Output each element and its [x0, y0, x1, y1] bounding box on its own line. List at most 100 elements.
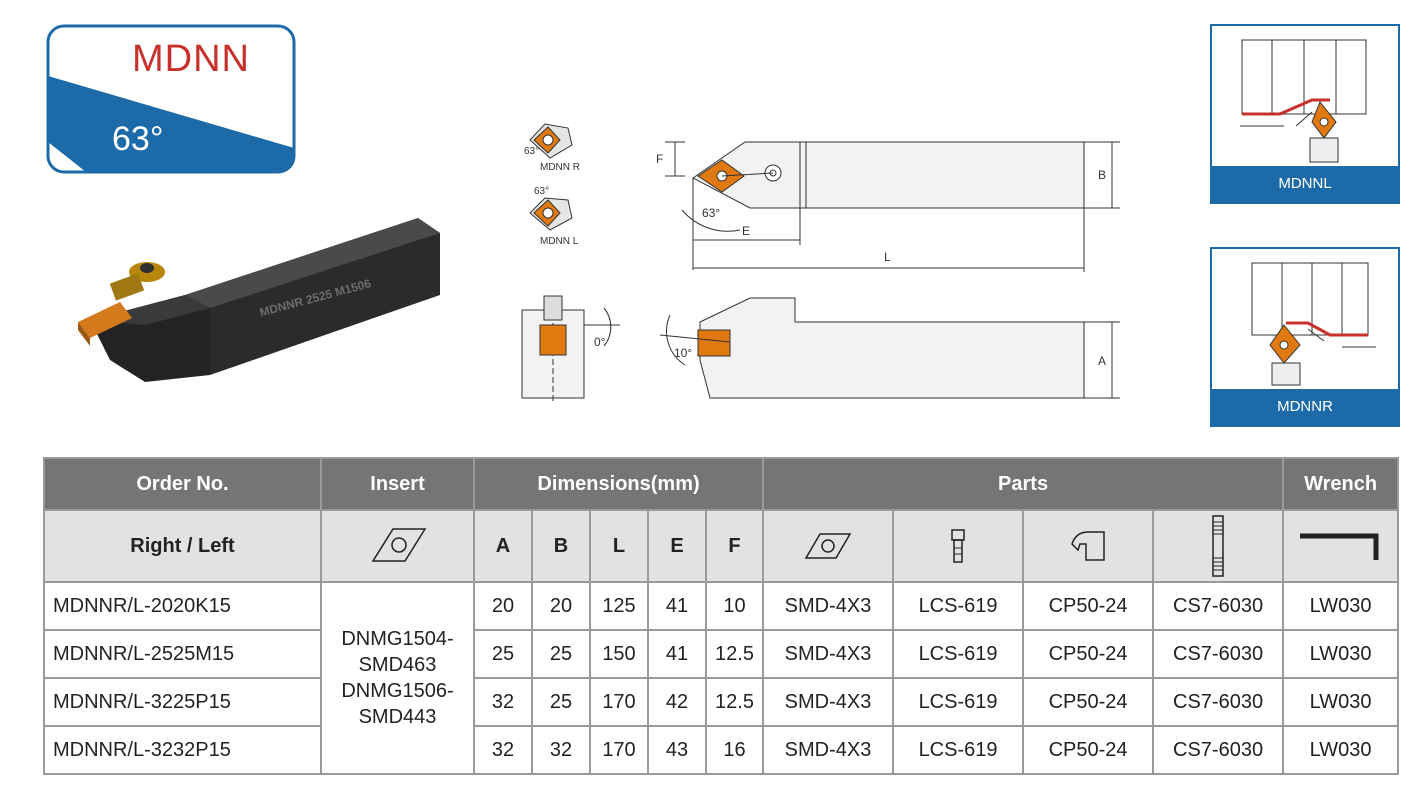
- badge-angle: 63°: [112, 120, 164, 158]
- dim-f-cell: 10: [704, 581, 765, 631]
- clamp-cell: CP50-24: [1022, 677, 1155, 727]
- insert-line: SMD443: [358, 706, 437, 728]
- badge-background: [46, 24, 296, 174]
- insert-icon-cell: [320, 509, 475, 583]
- shim-cell: SMD-4X3: [762, 581, 895, 631]
- subheader-l: L: [589, 509, 649, 583]
- dim-a-cell: 25: [473, 629, 533, 679]
- clamp-cell: CP50-24: [1022, 629, 1155, 679]
- order-no-cell: MDNNR/L-2525M15: [43, 629, 322, 679]
- shim-screw-cell: LCS-619: [892, 677, 1025, 727]
- header-insert: Insert: [320, 457, 475, 511]
- clamp-screw-cell: CS7-6030: [1152, 725, 1285, 775]
- mini-right-angle: 63°: [524, 146, 540, 157]
- shim-screw-icon-cell: [892, 509, 1025, 583]
- clamp-cell: CP50-24: [1022, 725, 1155, 775]
- mini-right-label: MDNN R: [540, 162, 580, 173]
- header-dimensions: Dimensions(mm): [472, 457, 765, 511]
- shim-cell: SMD-4X3: [762, 629, 895, 679]
- shim-rhombus-icon: [804, 533, 852, 559]
- shim-screw-cell: LCS-619: [892, 581, 1025, 631]
- subheader-f: F: [704, 509, 765, 583]
- panel-mdnnl: MDNNL: [1210, 24, 1400, 204]
- dim-e-cell: 41: [647, 629, 707, 679]
- dim-e-cell: 43: [647, 725, 707, 775]
- table-row: MDNNR/L-2525M15 25 25 150 41 12.5 SMD-4X…: [43, 629, 1400, 679]
- wrench-cell: LW030: [1282, 581, 1400, 631]
- header-row: Order No. Insert Dimensions(mm) Parts Wr…: [43, 457, 1400, 511]
- dim-a-cell: 32: [473, 725, 533, 775]
- dim-l-label: L: [884, 250, 891, 264]
- dim-f-cell: 12.5: [704, 677, 765, 727]
- insert-line: SMD463: [358, 654, 437, 676]
- angle-10-label: 10°: [674, 346, 693, 360]
- dim-l-cell: 170: [589, 677, 649, 727]
- dim-f-label: F: [656, 152, 664, 166]
- table-row: MDNNR/L-3225P15 32 25 170 42 12.5 SMD-4X…: [43, 677, 1400, 727]
- shim-screw-icon: [951, 529, 965, 563]
- tool-holder-photo: [50, 200, 470, 400]
- clamp-icon-cell: [1022, 509, 1155, 583]
- clamp-screw-cell: CS7-6030: [1152, 629, 1285, 679]
- subheader-right-left: Right / Left: [43, 509, 322, 583]
- shim-screw-cell: LCS-619: [892, 629, 1025, 679]
- order-no-cell: MDNNR/L-3232P15: [43, 725, 322, 775]
- dim-a-label: A: [1098, 354, 1107, 368]
- drawing-lines: [521, 123, 1120, 402]
- dim-a-cell: 20: [473, 581, 533, 631]
- shim-cell: SMD-4X3: [762, 725, 895, 775]
- panel-mdnnl-label: MDNNL: [1212, 166, 1398, 202]
- table-row: MDNNR/L-3232P15 32 32 170 43 16 SMD-4X3 …: [43, 725, 1400, 775]
- clamp-cell: CP50-24: [1022, 581, 1155, 631]
- insert-line: DNMG1506-: [341, 680, 454, 702]
- order-no-cell: MDNNR/L-3225P15: [43, 677, 322, 727]
- clamp-icon: [1071, 531, 1105, 561]
- insert-cell: DNMG1504- SMD463 DNMG1506- SMD443: [320, 581, 475, 775]
- mdnnl-diagram: [1240, 39, 1367, 163]
- header-order-no: Order No.: [43, 457, 322, 511]
- dim-l-cell: 125: [589, 581, 649, 631]
- clamp-screw-icon: [1212, 515, 1224, 577]
- dim-f-cell: 16: [704, 725, 765, 775]
- table-row: MDNNR/L-2020K15 DNMG1504- SMD463 DNMG150…: [43, 581, 1400, 775]
- hex-wrench-icon: [1299, 533, 1379, 560]
- dimension-drawing: MDNN R MDNN L 63° 63° F B E L A 63° 0° 1…: [510, 110, 1150, 410]
- wrench-cell: LW030: [1282, 725, 1400, 775]
- dim-b-label: B: [1098, 168, 1107, 182]
- badge-title: MDNN: [132, 38, 250, 80]
- holder-type-badge: MDNN 63°: [46, 24, 296, 174]
- angle-0-label: 0°: [594, 335, 606, 349]
- subheader-a: A: [473, 509, 533, 583]
- dim-b-cell: 20: [531, 581, 591, 631]
- dim-e-cell: 42: [647, 677, 707, 727]
- insert-line: DNMG1504-: [341, 628, 454, 650]
- header-wrench: Wrench: [1282, 457, 1400, 511]
- shim-icon-cell: [762, 509, 895, 583]
- dim-f-cell: 12.5: [704, 629, 765, 679]
- order-no-cell: MDNNR/L-2020K15: [43, 581, 322, 631]
- dim-b-cell: 25: [531, 629, 591, 679]
- clamp-screw-cell: CS7-6030: [1152, 581, 1285, 631]
- mini-left-angle: 63°: [534, 186, 550, 197]
- clamp-screw-icon-cell: [1152, 509, 1285, 583]
- angle-63-label: 63°: [702, 206, 721, 220]
- shim-cell: SMD-4X3: [762, 677, 895, 727]
- subheader-e: E: [647, 509, 707, 583]
- subheader-b: B: [531, 509, 591, 583]
- insert-rhombus-icon: [371, 528, 426, 562]
- dim-b-cell: 25: [531, 677, 591, 727]
- header-parts: Parts: [762, 457, 1285, 511]
- clamp-screw-cell: CS7-6030: [1152, 677, 1285, 727]
- dim-l-cell: 170: [589, 725, 649, 775]
- wrench-cell: LW030: [1282, 629, 1400, 679]
- panel-mdnnr: MDNNR: [1210, 247, 1400, 427]
- dim-e-cell: 41: [647, 581, 707, 631]
- dim-a-cell: 32: [473, 677, 533, 727]
- shim-screw-cell: LCS-619: [892, 725, 1025, 775]
- mini-left-label: MDNN L: [540, 236, 579, 247]
- mdnnr-diagram: [1251, 262, 1376, 386]
- wrench-cell: LW030: [1282, 677, 1400, 727]
- dim-e-label: E: [742, 224, 751, 238]
- dim-l-cell: 150: [589, 629, 649, 679]
- panel-mdnnr-label: MDNNR: [1212, 389, 1398, 425]
